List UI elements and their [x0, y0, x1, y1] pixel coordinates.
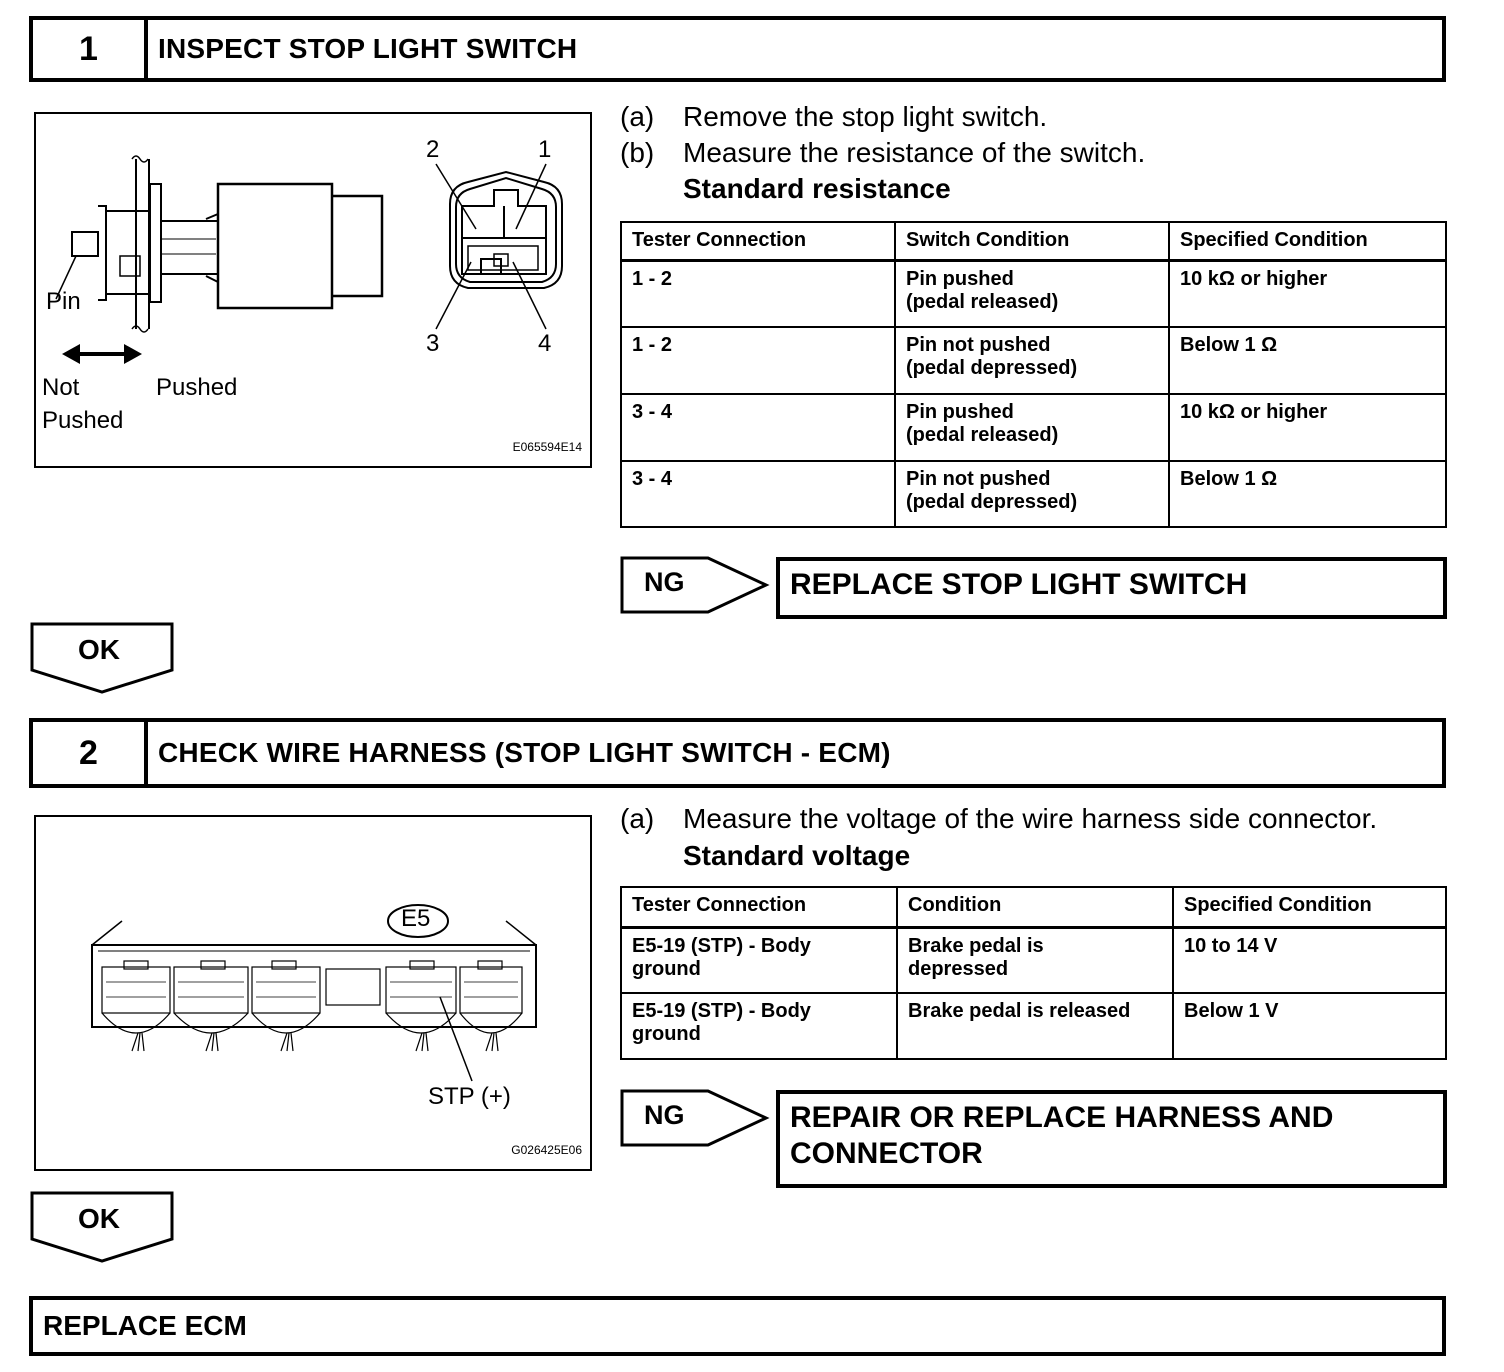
step-number: 2 [33, 722, 148, 784]
instruction-a: (a) Remove the stop light switch. [620, 99, 1047, 135]
terminal-4-label: 4 [538, 330, 552, 357]
instruction-label: (b) [620, 137, 655, 168]
step-title: CHECK WIRE HARNESS (STOP LIGHT SWITCH - … [158, 737, 891, 768]
step-2-header: 2 CHECK WIRE HARNESS (STOP LIGHT SWITCH … [29, 718, 1446, 788]
standard-voltage-heading: Standard voltage [683, 840, 911, 871]
terminal-1-label: 1 [538, 136, 552, 163]
table-cell: 1 - 2 [620, 326, 896, 395]
table-cell: Below 1 Ω [1168, 460, 1447, 528]
figure-code: E065594E14 [512, 440, 582, 454]
instruction-text: Remove the stop light switch. [683, 101, 1048, 132]
column-header: Tester Connection [620, 221, 896, 262]
ecm-connector-figure: E5 STP (+) G026425E06 [34, 815, 592, 1171]
table-cell: 10 kΩ or higher [1168, 259, 1447, 328]
table-row: 3 - 4 Pin not pushed(pedal depressed) Be… [620, 460, 1447, 528]
table-cell: 3 - 4 [620, 460, 896, 528]
column-header: Switch Condition [894, 221, 1170, 262]
connector-e5-label: E5 [401, 905, 431, 932]
column-header: Specified Condition [1168, 221, 1447, 262]
figure-code: G026425E06 [511, 1143, 582, 1157]
not-pushed-label-2: Pushed [42, 407, 124, 434]
table-row: 1 - 2 Pin not pushed(pedal depressed) Be… [620, 326, 1447, 395]
ok-arrow [30, 1191, 174, 1263]
resistance-table: Tester Connection Switch Condition Speci… [620, 221, 1447, 528]
table-cell: 10 to 14 V [1172, 926, 1447, 994]
table-cell: 1 - 2 [620, 259, 896, 328]
step-number: 1 [33, 20, 148, 78]
instruction-b: (b) Measure the resistance of the switch. [620, 135, 1145, 171]
table-cell: Pin pushed(pedal released) [894, 259, 1170, 328]
ok-label: OK [78, 1203, 120, 1234]
column-header: Tester Connection [620, 886, 898, 929]
ng-arrow [620, 1089, 770, 1147]
terminal-3-label: 3 [426, 330, 440, 357]
table-cell: Pin pushed(pedal released) [894, 393, 1170, 462]
ok-arrow [30, 622, 174, 694]
ng-action-line: REPAIR OR REPLACE HARNESS AND [790, 1101, 1334, 1134]
stop-light-switch-figure: Pin Not Pushed Pushed 2 1 3 4 E065594E14 [34, 112, 592, 468]
column-header: Specified Condition [1172, 886, 1447, 929]
pushed-label: Pushed [156, 374, 238, 401]
table-cell: Below 1 V [1172, 992, 1447, 1060]
ecm-connector-diagram [91, 904, 537, 1082]
table-row: 3 - 4 Pin pushed(pedal released) 10 kΩ o… [620, 393, 1447, 462]
instruction-label: (a) [620, 101, 655, 132]
table-cell: 10 kΩ or higher [1168, 393, 1447, 462]
ok-label: OK [78, 634, 120, 665]
instruction-label: (a) [620, 803, 655, 834]
voltage-table: Tester Connection Condition Specified Co… [620, 886, 1447, 1060]
final-action: REPLACE ECM [29, 1296, 1446, 1356]
stp-terminal-label: STP (+) [428, 1083, 511, 1110]
table-cell: Pin not pushed(pedal depressed) [894, 460, 1170, 528]
switch-diagram [55, 155, 563, 364]
instruction-a: (a) Measure the voltage of the wire harne… [620, 801, 1377, 837]
ng-label: NG [644, 567, 685, 597]
table-cell: 3 - 4 [620, 393, 896, 462]
terminal-2-label: 2 [426, 136, 440, 163]
step-1-header: 1 INSPECT STOP LIGHT SWITCH [29, 16, 1446, 82]
step-title: INSPECT STOP LIGHT SWITCH [158, 33, 578, 64]
ng-action: REPLACE STOP LIGHT SWITCH [776, 557, 1447, 619]
ng-action: REPAIR OR REPLACE HARNESS AND CONNECTOR [776, 1090, 1447, 1188]
standard-resistance-heading: Standard resistance [683, 173, 951, 204]
table-cell: Brake pedal is released [896, 992, 1174, 1060]
instruction-text: Measure the voltage of the wire harness … [683, 803, 1378, 834]
not-pushed-label-1: Not [42, 374, 80, 401]
table-row: 1 - 2 Pin pushed(pedal released) 10 kΩ o… [620, 259, 1447, 328]
table-cell: Pin not pushed(pedal depressed) [894, 326, 1170, 395]
table-cell: Below 1 Ω [1168, 326, 1447, 395]
instruction-text: Measure the resistance of the switch. [683, 137, 1146, 168]
column-header: Condition [896, 886, 1174, 929]
pin-label: Pin [46, 288, 81, 315]
ng-action-line: CONNECTOR [790, 1137, 983, 1170]
ng-arrow [620, 556, 770, 614]
ng-label: NG [644, 1100, 685, 1130]
